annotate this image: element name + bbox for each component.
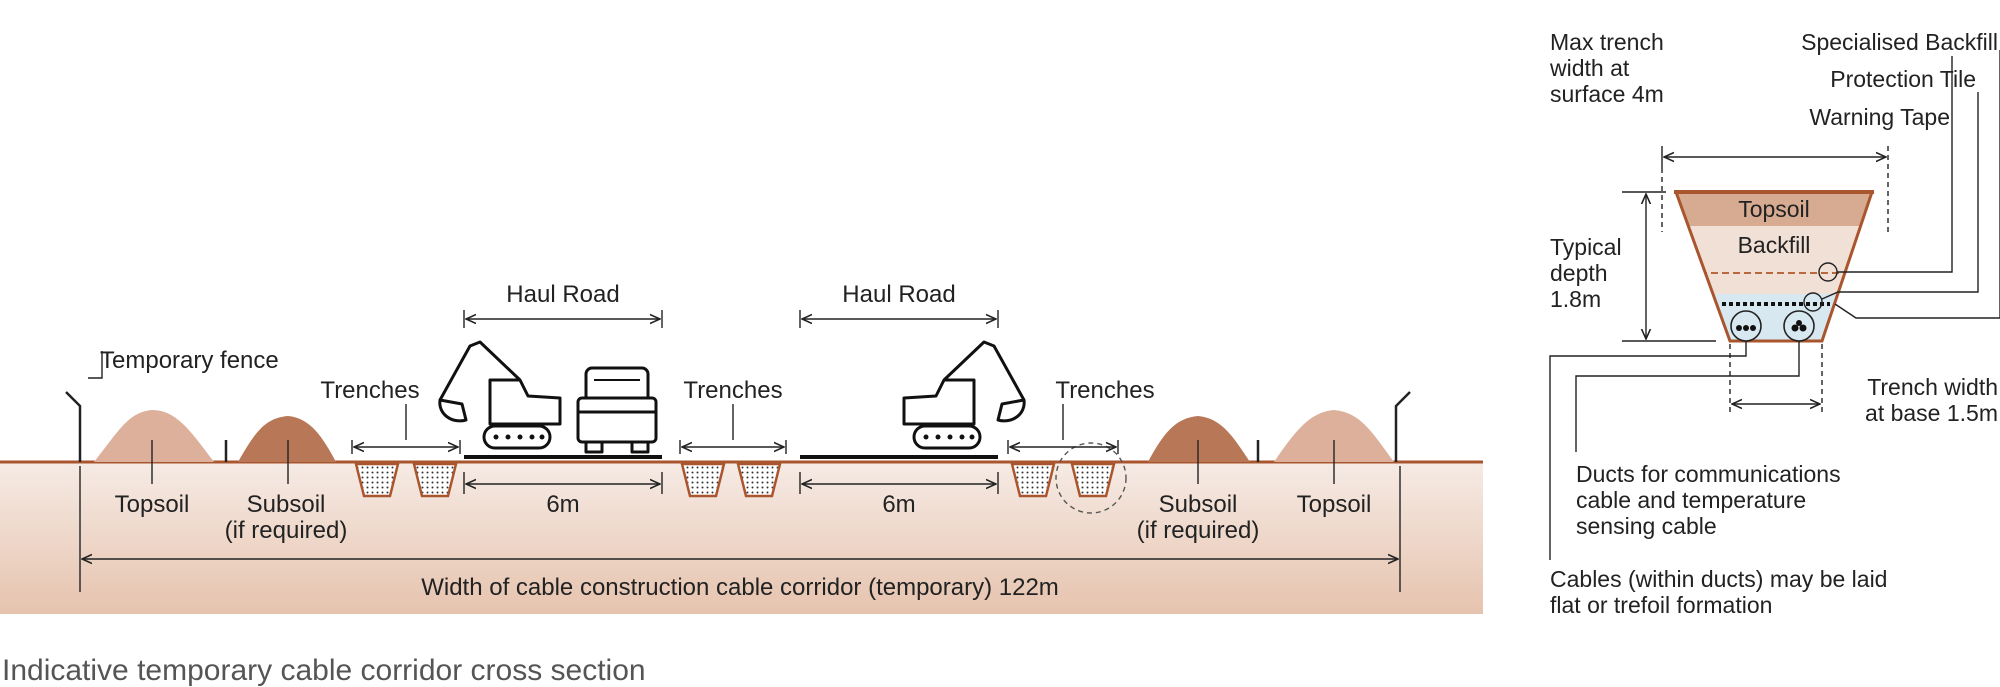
base-width-label-2: at base 1.5m [1865,400,1998,426]
road-width-right-label: 6m [882,491,915,518]
road-width-right-dimension [799,472,999,494]
road-width-left-label: 6m [546,491,579,518]
trenches-2-dimension [679,404,787,454]
excavator-icon-right [902,340,1026,450]
haul-road-right-dimension [799,310,999,328]
subsoil-right-label: Subsoil [1159,491,1238,518]
subsoil-left-note: (if required) [225,517,348,544]
ground [0,460,1483,614]
trench-topsoil-label: Topsoil [1738,196,1810,222]
subsoil-mound-left [238,416,336,462]
fence-left [65,391,228,462]
trench-pair-middle [680,462,782,498]
road-width-left-dimension [463,472,663,494]
topsoil-right-label: Topsoil [1297,491,1372,518]
subsoil-left-label: Subsoil [247,491,326,518]
trench-pair-right [1010,442,1127,514]
excavator-icon-left [438,340,562,450]
temporary-fence-label: Temporary fence [100,347,279,374]
specialised-backfill-label: Specialised Backfill [1801,29,1998,55]
haul-road-left-dimension [463,310,663,328]
warning-tape-label: Warning Tape [1809,104,1950,130]
trenches-3-dimension [1007,404,1119,454]
typical-depth-label-2: depth [1550,260,1608,286]
diagram-caption: Indicative temporary cable corridor cros… [2,654,646,687]
haul-road-right-label: Haul Road [842,281,955,308]
topsoil-left-label: Topsoil [115,491,190,518]
corridor-width-label: Width of cable construction cable corrid… [421,574,1059,601]
max-width-label-1: Max trench [1550,29,1664,55]
corridor-width-dimension [79,466,1401,592]
ducts-label-2: cable and temperature [1576,487,1806,513]
soil-leaders [88,351,1335,484]
haul-road-left-label: Haul Road [506,281,619,308]
haul-road-left-surface [464,455,662,459]
trenches-1-dimension [351,404,461,454]
fence-right [1256,391,1411,462]
trenches-3-label: Trenches [1055,377,1154,404]
trench-pair-left [354,462,458,498]
trenches-2-label: Trenches [683,377,782,404]
trenches-1-label: Trenches [320,377,419,404]
topsoil-mound-right [1274,410,1394,462]
cables-label-1: Cables (within ducts) may be laid [1550,566,1887,592]
ducts-label-1: Ducts for communications [1576,461,1841,487]
trench-backfill-label: Backfill [1738,232,1811,258]
cables-label-2: flat or trefoil formation [1550,592,1772,618]
subsoil-right-note: (if required) [1137,517,1260,544]
typical-depth-label-3: 1.8m [1550,286,1601,312]
haul-road-right-surface [800,455,998,459]
trench-detail-leaders [1549,50,2000,560]
max-width-label-2: width at [1549,55,1630,81]
typical-depth-label-1: Typical [1550,234,1622,260]
max-width-label-3: surface 4m [1550,81,1664,107]
ducts-label-3: sensing cable [1576,513,1717,539]
protection-tile-label: Protection Tile [1830,66,1976,92]
truck-icon [576,366,658,454]
topsoil-mound-left [94,410,214,462]
subsoil-mound-right [1148,416,1250,462]
base-width-label-1: Trench width [1867,374,1998,400]
